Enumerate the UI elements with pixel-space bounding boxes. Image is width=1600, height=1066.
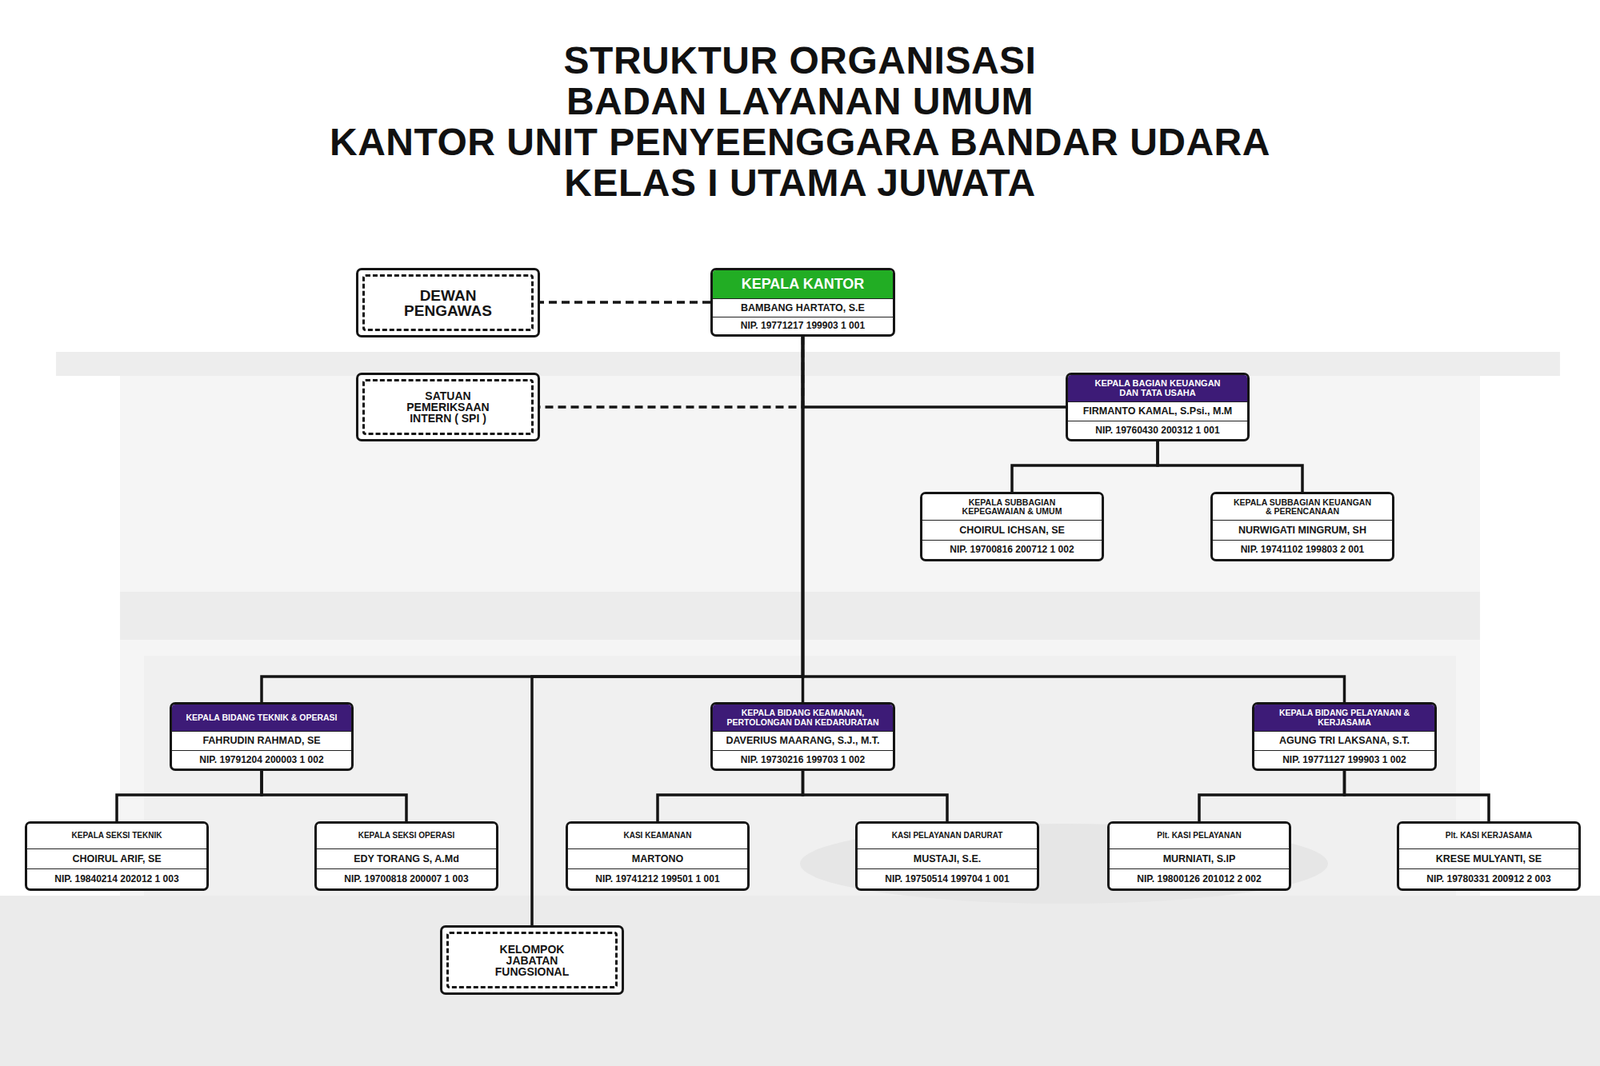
nip-number: NIP. 19791204 200003 1 002 <box>172 750 352 770</box>
position-box: KEPALA BIDANG KEAMANAN, PERTOLONGAN DAN … <box>710 702 896 772</box>
org-connector <box>1344 771 1490 822</box>
nip-number: NIP. 19780331 200912 2 003 <box>1399 868 1579 889</box>
person-name: NURWIGATI MINGRUM, SH <box>1212 520 1392 540</box>
position-title: KASI KEAMANAN <box>568 824 748 849</box>
nip-number: NIP. 19700818 200007 1 003 <box>316 868 496 889</box>
org-connector <box>803 336 1067 408</box>
person-name: CHOIRUL ARIF, SE <box>27 848 207 869</box>
org-connector <box>261 336 804 703</box>
position-box: KEPALA BIDANG TEKNIK & OPERASIFAHRUDIN R… <box>169 702 354 772</box>
person-name: AGUNG TRI LAKSANA, S.T. <box>1254 731 1435 751</box>
position-title: KEPALA BIDANG KEAMANAN, PERTOLONGAN DAN … <box>712 704 893 732</box>
position-title: KASI PELAYANAN DARURAT <box>857 824 1037 849</box>
org-connector <box>532 336 804 926</box>
position-box: KEPALA BIDANG PELAYANAN & KERJASAMAAGUNG… <box>1252 702 1437 772</box>
position-title: Plt. KASI PELAYANAN <box>1109 824 1289 849</box>
org-connector <box>1199 771 1345 822</box>
org-connector <box>116 771 262 822</box>
position-box: KEPALA SEKSI OPERASIEDY TORANG S, A.MdNI… <box>314 821 499 892</box>
nip-number: NIP. 19840214 202012 1 003 <box>27 868 207 889</box>
person-name: MARTONO <box>568 848 748 869</box>
chart-title: STRUKTUR ORGANISASI BADAN LAYANAN UMUM K… <box>0 40 1600 204</box>
terminal-roof <box>56 352 1560 376</box>
org-connector <box>657 771 804 822</box>
person-name: BAMBANG HARTATO, S.E <box>712 298 893 317</box>
position-title: KEPALA SUBBAGIAN KEPEGAWAIAN & UMUM <box>922 494 1102 520</box>
dashed-connector <box>540 300 711 304</box>
person-name: KRESE MULYANTI, SE <box>1399 848 1579 869</box>
nip-number: NIP. 19760430 200312 1 001 <box>1068 420 1248 440</box>
org-connector <box>1012 441 1158 492</box>
unit-label: SATUAN PEMERIKSAAN INTERN ( SPI ) <box>362 379 534 436</box>
position-title: KEPALA KANTOR <box>712 270 893 299</box>
terminal-sign-band <box>120 592 1480 640</box>
unit-box: SATUAN PEMERIKSAAN INTERN ( SPI ) <box>356 372 540 442</box>
nip-number: NIP. 19730216 199703 1 002 <box>712 750 893 770</box>
position-title: Plt. KASI KERJASAMA <box>1399 824 1579 849</box>
position-box: KEPALA BAGIAN KEUANGAN DAN TATA USAHAFIR… <box>1065 372 1250 442</box>
nip-number: NIP. 19741102 199803 2 001 <box>1212 540 1392 560</box>
person-name: EDY TORANG S, A.Md <box>316 848 496 869</box>
position-title: KEPALA BIDANG PELAYANAN & KERJASAMA <box>1254 704 1435 732</box>
person-name: CHOIRUL ICHSAN, SE <box>922 520 1102 540</box>
position-box: KEPALA SUBBAGIAN KEUANGAN & PERENCANAANN… <box>1210 492 1395 562</box>
nip-number: NIP. 19750514 199704 1 001 <box>857 868 1037 889</box>
unit-label: KELOMPOK JABATAN FUNGSIONAL <box>446 932 618 989</box>
position-box: Plt. KASI PELAYANANMURNIATI, S.IPNIP. 19… <box>1107 821 1292 892</box>
person-name: MURNIATI, S.IP <box>1109 848 1289 869</box>
position-title: KEPALA SEKSI OPERASI <box>316 824 496 849</box>
position-box: KASI KEAMANANMARTONONIP. 19741212 199501… <box>565 821 750 892</box>
person-name: DAVERIUS MAARANG, S.J., M.T. <box>712 731 893 751</box>
unit-box: DEWAN PENGAWAS <box>356 268 540 338</box>
nip-number: NIP. 19741212 199501 1 001 <box>568 868 748 889</box>
position-title: KEPALA BIDANG TEKNIK & OPERASI <box>172 704 352 732</box>
position-title: KEPALA BAGIAN KEUANGAN DAN TATA USAHA <box>1068 375 1248 402</box>
org-connector <box>261 771 407 822</box>
nip-number: NIP. 19700816 200712 1 002 <box>922 540 1102 560</box>
position-box: KEPALA KANTORBAMBANG HARTATO, S.ENIP. 19… <box>710 268 896 337</box>
person-name: FIRMANTO KAMAL, S.Psi., M.M <box>1068 401 1248 421</box>
position-box: KEPALA SEKSI TEKNIKCHOIRUL ARIF, SENIP. … <box>24 821 209 892</box>
position-box: KEPALA SUBBAGIAN KEPEGAWAIAN & UMUMCHOIR… <box>920 492 1104 562</box>
org-connector <box>1157 441 1303 492</box>
apron-ground <box>0 896 1600 1066</box>
position-box: KASI PELAYANAN DARURATMUSTAJI, S.E.NIP. … <box>855 821 1040 892</box>
position-box: Plt. KASI KERJASAMAKRESE MULYANTI, SENIP… <box>1396 821 1581 892</box>
person-name: MUSTAJI, S.E. <box>857 848 1037 869</box>
org-connector <box>803 771 948 822</box>
nip-number: NIP. 19800126 201012 2 002 <box>1109 868 1289 889</box>
position-title: KEPALA SUBBAGIAN KEUANGAN & PERENCANAAN <box>1212 494 1392 520</box>
position-title: KEPALA SEKSI TEKNIK <box>27 824 207 849</box>
person-name: FAHRUDIN RAHMAD, SE <box>172 731 352 751</box>
nip-number: NIP. 19771127 199903 1 002 <box>1254 750 1435 770</box>
unit-box: KELOMPOK JABATAN FUNGSIONAL <box>440 925 624 996</box>
terminal-glass <box>144 656 1456 896</box>
dashed-connector <box>540 336 804 408</box>
unit-label: DEWAN PENGAWAS <box>362 274 534 332</box>
nip-number: NIP. 19771217 199903 1 001 <box>712 316 893 336</box>
